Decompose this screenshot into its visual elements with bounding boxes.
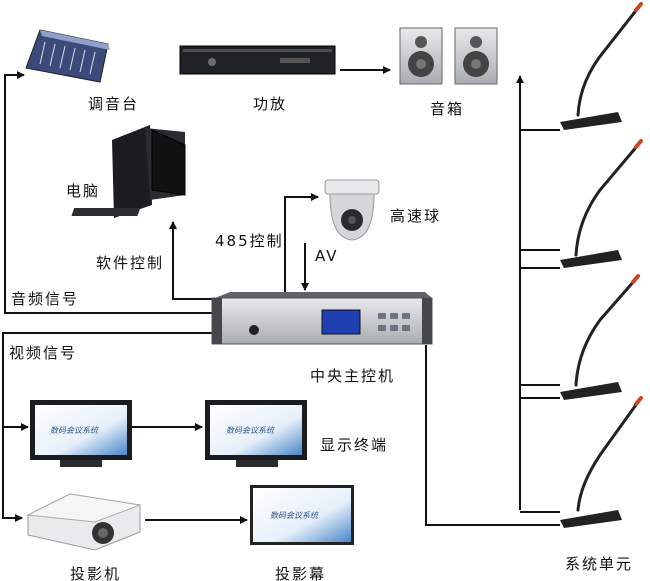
display-terminal-label: 显示终端 [320, 436, 389, 454]
software-control-label: 软件控制 [96, 254, 165, 272]
projection-screen-device: 数码会议系统 [250, 485, 354, 545]
display-1-screen-text: 数码会议系统 [50, 426, 99, 435]
microphone-unit-1 [560, 2, 643, 130]
central-controller-label: 中央主控机 [310, 367, 396, 385]
av-label: AV [315, 247, 339, 265]
mixer-device [25, 29, 110, 83]
video-signal-label: 视频信号 [9, 344, 78, 362]
display-2-screen-text: 数码会议系统 [226, 426, 275, 435]
system-unit-label: 系统单元 [565, 555, 634, 573]
projector-label: 投影机 [70, 565, 122, 581]
microphone-unit-2 [560, 139, 643, 268]
ptz-camera-label: 高速球 [390, 207, 442, 225]
amplifier-label: 功放 [253, 95, 288, 113]
mixer-label: 调音台 [88, 95, 140, 113]
projection-screen-text: 数码会议系统 [270, 511, 319, 520]
rs485-line [284, 193, 319, 293]
projector-device [26, 493, 142, 551]
connections [2, 66, 560, 526]
computer-label: 电脑 [66, 182, 101, 200]
amplifier-device [179, 45, 336, 75]
rs485-control-label: 485控制 [215, 232, 284, 250]
speakers-label: 音箱 [430, 100, 465, 118]
computer-device [71, 125, 186, 218]
display-2: 数码会议系统 [205, 400, 307, 467]
speakers-device [399, 27, 498, 85]
ptz-camera-device [324, 179, 380, 241]
audio-signal-label: 音频信号 [11, 290, 80, 308]
microphone-unit-3 [560, 274, 640, 400]
unit-taps [520, 129, 560, 513]
audio-signal-line [4, 71, 213, 314]
video-signal-line [2, 332, 213, 522]
microphone-units [560, 2, 643, 528]
central-controller-device [211, 292, 433, 345]
display-1: 数码会议系统 [30, 400, 132, 467]
controller-to-units-line [425, 345, 560, 526]
projection-screen-label: 投影幕 [275, 565, 327, 581]
software-control-line [169, 221, 213, 300]
microphone-unit-4 [560, 396, 643, 528]
